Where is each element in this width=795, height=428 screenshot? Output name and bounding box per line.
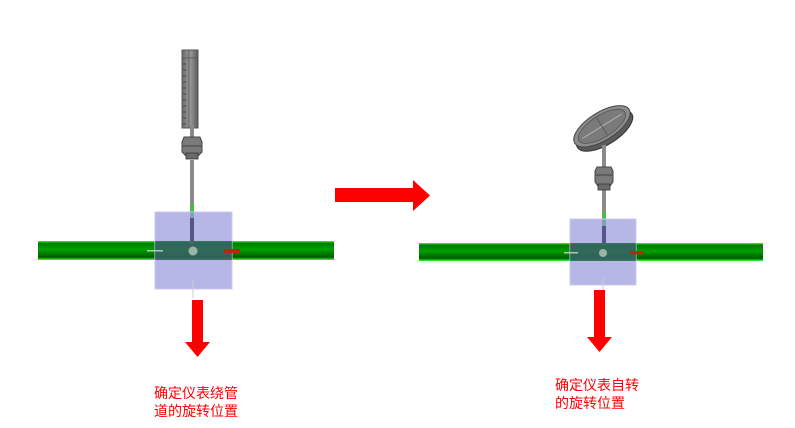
- left-stem-overlay: [190, 218, 194, 241]
- transition-right-arrow-icon: [335, 180, 430, 211]
- right-down-arrow-icon: [587, 290, 612, 352]
- left-center-point: [188, 246, 198, 256]
- left-vertical-gauge-icon[interactable]: [181, 49, 203, 160]
- right-axis-marker-white: [564, 252, 578, 254]
- left-gauge-stem: [190, 160, 194, 244]
- left-axis-marker-red: [224, 249, 240, 253]
- left-stem-green-marker: [191, 204, 194, 218]
- left-axis-marker-white: [147, 250, 163, 252]
- right-stem-overlay: [602, 226, 606, 243]
- right-panel: [419, 97, 763, 292]
- right-caption: 确定仪表自转 的旋转位置: [555, 377, 639, 413]
- right-center-point: [599, 249, 607, 257]
- left-down-arrow-icon: [185, 300, 210, 357]
- left-caption-line1: 确定仪表绕管: [154, 386, 238, 402]
- left-caption-line2: 道的旋转位置: [154, 404, 238, 420]
- right-caption-line1: 确定仪表自转: [555, 378, 639, 394]
- left-panel: [38, 49, 334, 298]
- right-gauge-stem: [602, 165, 606, 245]
- right-caption-line2: 的旋转位置: [555, 396, 625, 412]
- right-axis-marker-red: [630, 251, 643, 255]
- right-dial-gauge-icon[interactable]: [567, 97, 639, 191]
- left-caption: 确定仪表绕管 道的旋转位置: [154, 385, 238, 421]
